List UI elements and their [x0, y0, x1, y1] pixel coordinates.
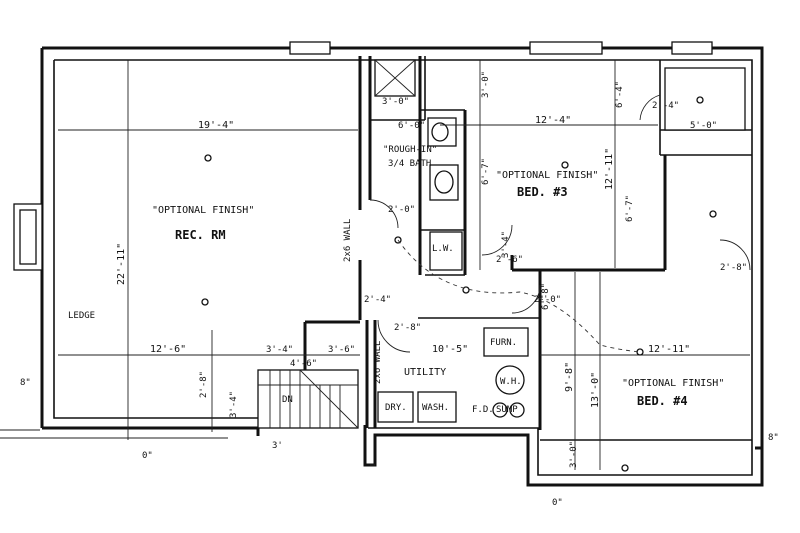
- dim-bed4-width: 12'-11": [648, 344, 690, 355]
- dim-closet-door: 2'-4": [652, 101, 679, 111]
- bed3-name: BED. #3: [517, 185, 568, 199]
- dim-rec-depth: 22'-11": [116, 243, 127, 285]
- dim-landing: 3'-4": [266, 345, 293, 355]
- floor-drain-label: F.D.: [472, 405, 494, 415]
- dim-bottom-right: 0": [552, 498, 563, 508]
- utility-fixtures: [377, 327, 529, 423]
- dim-rec-width: 19'-4": [198, 120, 234, 131]
- ledge-label: LEDGE: [68, 311, 95, 321]
- dim-wall-right: 8": [768, 433, 779, 443]
- bath-note: "ROUGH-IN": [383, 145, 437, 155]
- water-heater-label: W.H.: [500, 377, 522, 387]
- dim-door-bed3: 2'-6": [496, 255, 523, 265]
- dim-bath-depth: 6'-7": [481, 158, 491, 185]
- dim-vert-hall: 6'-8": [541, 283, 551, 310]
- sump-label: SUMP: [496, 405, 518, 415]
- dim-rec-lower: 12'-6": [150, 344, 186, 355]
- lw-label: L.W.: [432, 244, 454, 254]
- dim-stair-width: 3'-6": [328, 345, 355, 355]
- dim-door-bed4: 2'-8": [720, 263, 747, 273]
- furnace-label: FURN.: [490, 338, 517, 348]
- dim-bed4-depth: 13'-0": [590, 372, 601, 408]
- dimension-labels: 19'-4" 22'-11" 12'-6" 3'-6" 3'-4" 12'-4"…: [20, 71, 779, 508]
- dim-vert-left: 2'-8": [199, 371, 209, 398]
- dim-bed4-side: 9'-8": [564, 362, 575, 392]
- light-fixtures: [201, 96, 717, 472]
- dim-door-bath: 2'-0": [388, 205, 415, 215]
- dim-utility-width: 10'-5": [432, 344, 468, 355]
- dim-stair-bottom: 3': [272, 441, 283, 451]
- dim-bath-width: 6'-0": [398, 121, 425, 131]
- bed3-note: "OPTIONAL FINISH": [496, 170, 598, 181]
- wall-label: 2x6 WALL: [343, 219, 353, 262]
- bath-name: 3/4 BATH: [388, 159, 431, 169]
- exterior-walls: [0, 41, 764, 487]
- dim-vert-stair: 3'-4": [229, 391, 239, 418]
- bed4-name: BED. #4: [637, 394, 688, 408]
- dim-bath-top: 3'-0": [382, 97, 409, 107]
- dim-bed3-side2: 6'-7": [625, 195, 635, 222]
- doors: [369, 94, 751, 353]
- dim-bed4-bottom: 3'-0": [569, 441, 579, 468]
- dim-door-utility: 2'-8": [394, 323, 421, 333]
- dim-bed3-side: 6'-4": [615, 81, 625, 108]
- utility-name: UTILITY: [404, 367, 446, 378]
- room-labels: "OPTIONAL FINISH" REC. RM "OPTIONAL FINI…: [68, 145, 724, 415]
- dim-closet-width: 5'-0": [690, 121, 717, 131]
- dim-bed3-width: 12'-4": [535, 115, 571, 126]
- dimension-lines: [58, 60, 750, 470]
- bath-fixtures: [374, 59, 463, 271]
- dim-door-stair: 2'-4": [364, 295, 391, 305]
- dim-vert-lw: 3'-4": [501, 231, 511, 258]
- bed4-note: "OPTIONAL FINISH": [622, 378, 724, 389]
- wall-label-2: 2x6 WALL: [373, 341, 383, 384]
- dim-wall-left: 8": [20, 378, 31, 388]
- stair-down-label: DN: [282, 395, 293, 405]
- stair: [258, 369, 359, 429]
- dim-bottom-left: 0": [142, 451, 153, 461]
- dim-door-hall: 2'-0": [534, 295, 561, 305]
- dim-bed3-top: 3'-0": [481, 71, 491, 98]
- interior-walls: [257, 56, 752, 430]
- rec-room-note: "OPTIONAL FINISH": [152, 205, 254, 216]
- washer-label: WASH.: [422, 403, 449, 413]
- rec-room-name: REC. RM: [175, 228, 226, 242]
- dim-stair-landing: 4'-6": [290, 359, 317, 369]
- dim-bed3-depth: 12'-11": [604, 148, 615, 190]
- dryer-label: DRY.: [385, 403, 407, 413]
